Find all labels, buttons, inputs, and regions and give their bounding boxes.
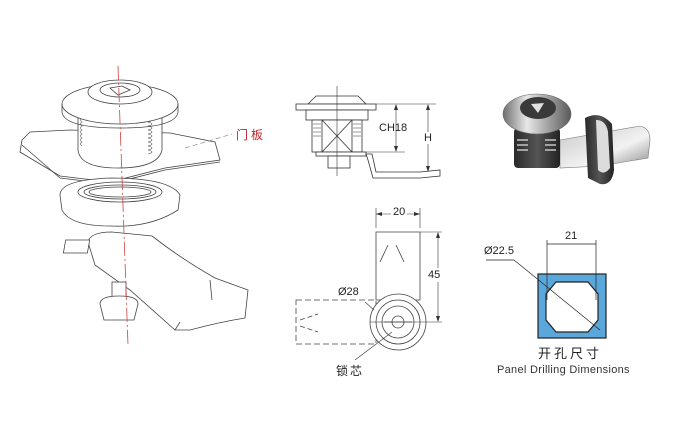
dim-length-45: 45: [428, 268, 441, 282]
drilling-title-cn: 开孔尺寸: [538, 347, 603, 362]
door-panel-label: 门板: [236, 128, 267, 142]
center-line: [117, 65, 129, 346]
drilling-dim-width: 21: [565, 230, 578, 242]
dim-width-20: 20: [391, 206, 408, 218]
dim-diameter-28: Ø28: [338, 286, 359, 298]
product-body: [514, 128, 560, 168]
panel-leader-line: [184, 133, 233, 149]
drilling-title-en: Panel Drilling Dimensions: [497, 364, 630, 376]
dim-ch18: CH18: [379, 122, 408, 134]
lock-body-cylinder: [77, 111, 163, 169]
cam-blade: [87, 231, 249, 331]
lock-core-label: 锁芯: [336, 364, 365, 378]
drilling-dim-diameter: Ø22.5: [484, 245, 514, 257]
dim-h: H: [424, 132, 432, 144]
cam-blade-front: [375, 231, 421, 301]
